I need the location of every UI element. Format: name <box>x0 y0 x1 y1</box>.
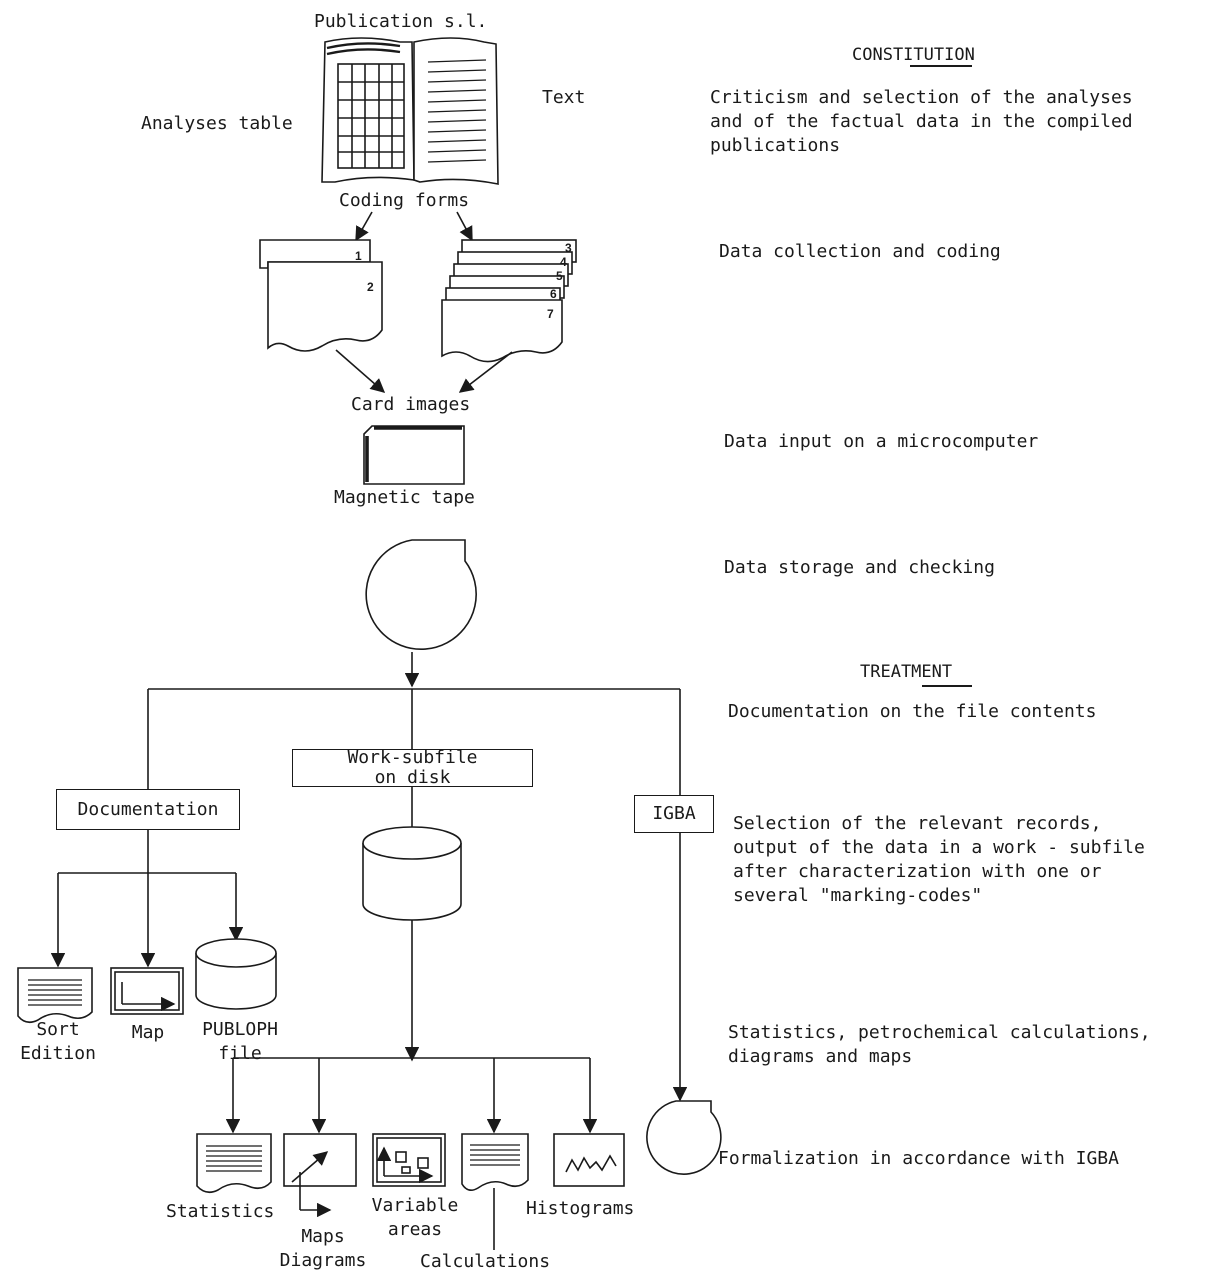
variable-areas-label: Variable areas <box>371 1195 459 1240</box>
formalization-note: Formalization in accordance with IGBA <box>718 1148 1119 1169</box>
arrow-to-forms-right <box>456 211 473 242</box>
statistics-petrochemical-note: Statistics, petrochemical calculations, … <box>728 1022 1151 1067</box>
treatment-underline <box>922 685 972 687</box>
magnetic-tape-label: Magnetic tape <box>334 487 475 508</box>
selection-note: Selection of the relevant records, outpu… <box>733 813 1145 906</box>
statistics-label: Statistics <box>166 1201 275 1222</box>
work-subfile-disk-icon <box>362 826 462 921</box>
form-number-6: 6 <box>550 287 557 301</box>
documentation-contents-note: Documentation on the file contents <box>728 701 1097 722</box>
data-storage-note: Data storage and checking <box>724 557 995 578</box>
form-number-3: 3 <box>565 241 572 255</box>
coding-forms-right-stack <box>441 239 577 363</box>
data-collection-note: Data collection and coding <box>719 241 1001 262</box>
statistics-printout-icon <box>196 1133 272 1194</box>
maps-diagrams-display-icon <box>283 1133 357 1218</box>
map-display-icon <box>110 967 184 1015</box>
text-label: Text <box>542 87 586 108</box>
constitution-heading: CONSTITUTION <box>852 45 975 65</box>
coding-forms-left-stack <box>259 239 383 352</box>
variable-areas-display-icon <box>372 1133 446 1187</box>
data-input-note: Data input on a microcomputer <box>724 431 1039 452</box>
coding-forms-label: Coding forms <box>339 190 470 211</box>
form-number-2: 2 <box>367 280 374 294</box>
map-label: Map <box>131 1022 165 1043</box>
calculations-label: Calculations <box>420 1251 551 1272</box>
igba-box: IGBA <box>634 795 714 833</box>
card-image-icon <box>363 425 465 485</box>
publication-book-icon <box>321 37 499 185</box>
form-number-1: 1 <box>355 249 362 263</box>
arrow-forms-right-to-cards <box>458 351 513 393</box>
histograms-label: Histograms <box>526 1198 635 1219</box>
analyses-table-label: Analyses table <box>141 113 293 134</box>
form-number-4: 4 <box>560 255 567 269</box>
work-subfile-box: Work-subfile on disk <box>292 748 533 788</box>
form-number-7: 7 <box>547 307 554 321</box>
form-number-5: 5 <box>556 269 563 283</box>
publoph-disk-icon <box>195 938 277 1010</box>
constitution-underline <box>910 65 972 67</box>
publication-label: Publication s.l. <box>314 11 488 32</box>
magnetic-tape-reel-icon <box>365 539 477 651</box>
publoph-file-label: PUBLOPH file <box>202 1019 278 1064</box>
arrow-to-forms-left <box>355 211 373 242</box>
card-images-label: Card images <box>351 394 471 415</box>
histograms-display-icon <box>553 1133 625 1187</box>
maps-diagrams-label: Maps Diagrams <box>279 1226 367 1271</box>
sort-edition-printout-icon <box>17 967 93 1024</box>
igba-tape-reel-icon <box>646 1100 722 1175</box>
arrow-forms-left-to-cards <box>335 349 386 393</box>
documentation-box: Documentation <box>56 789 240 830</box>
sort-edition-label: Sort Edition <box>20 1019 96 1064</box>
calculations-printout-icon <box>461 1133 529 1250</box>
treatment-heading: TREATMENT <box>860 662 953 682</box>
criticism-note: Criticism and selection of the analyses … <box>710 87 1133 156</box>
